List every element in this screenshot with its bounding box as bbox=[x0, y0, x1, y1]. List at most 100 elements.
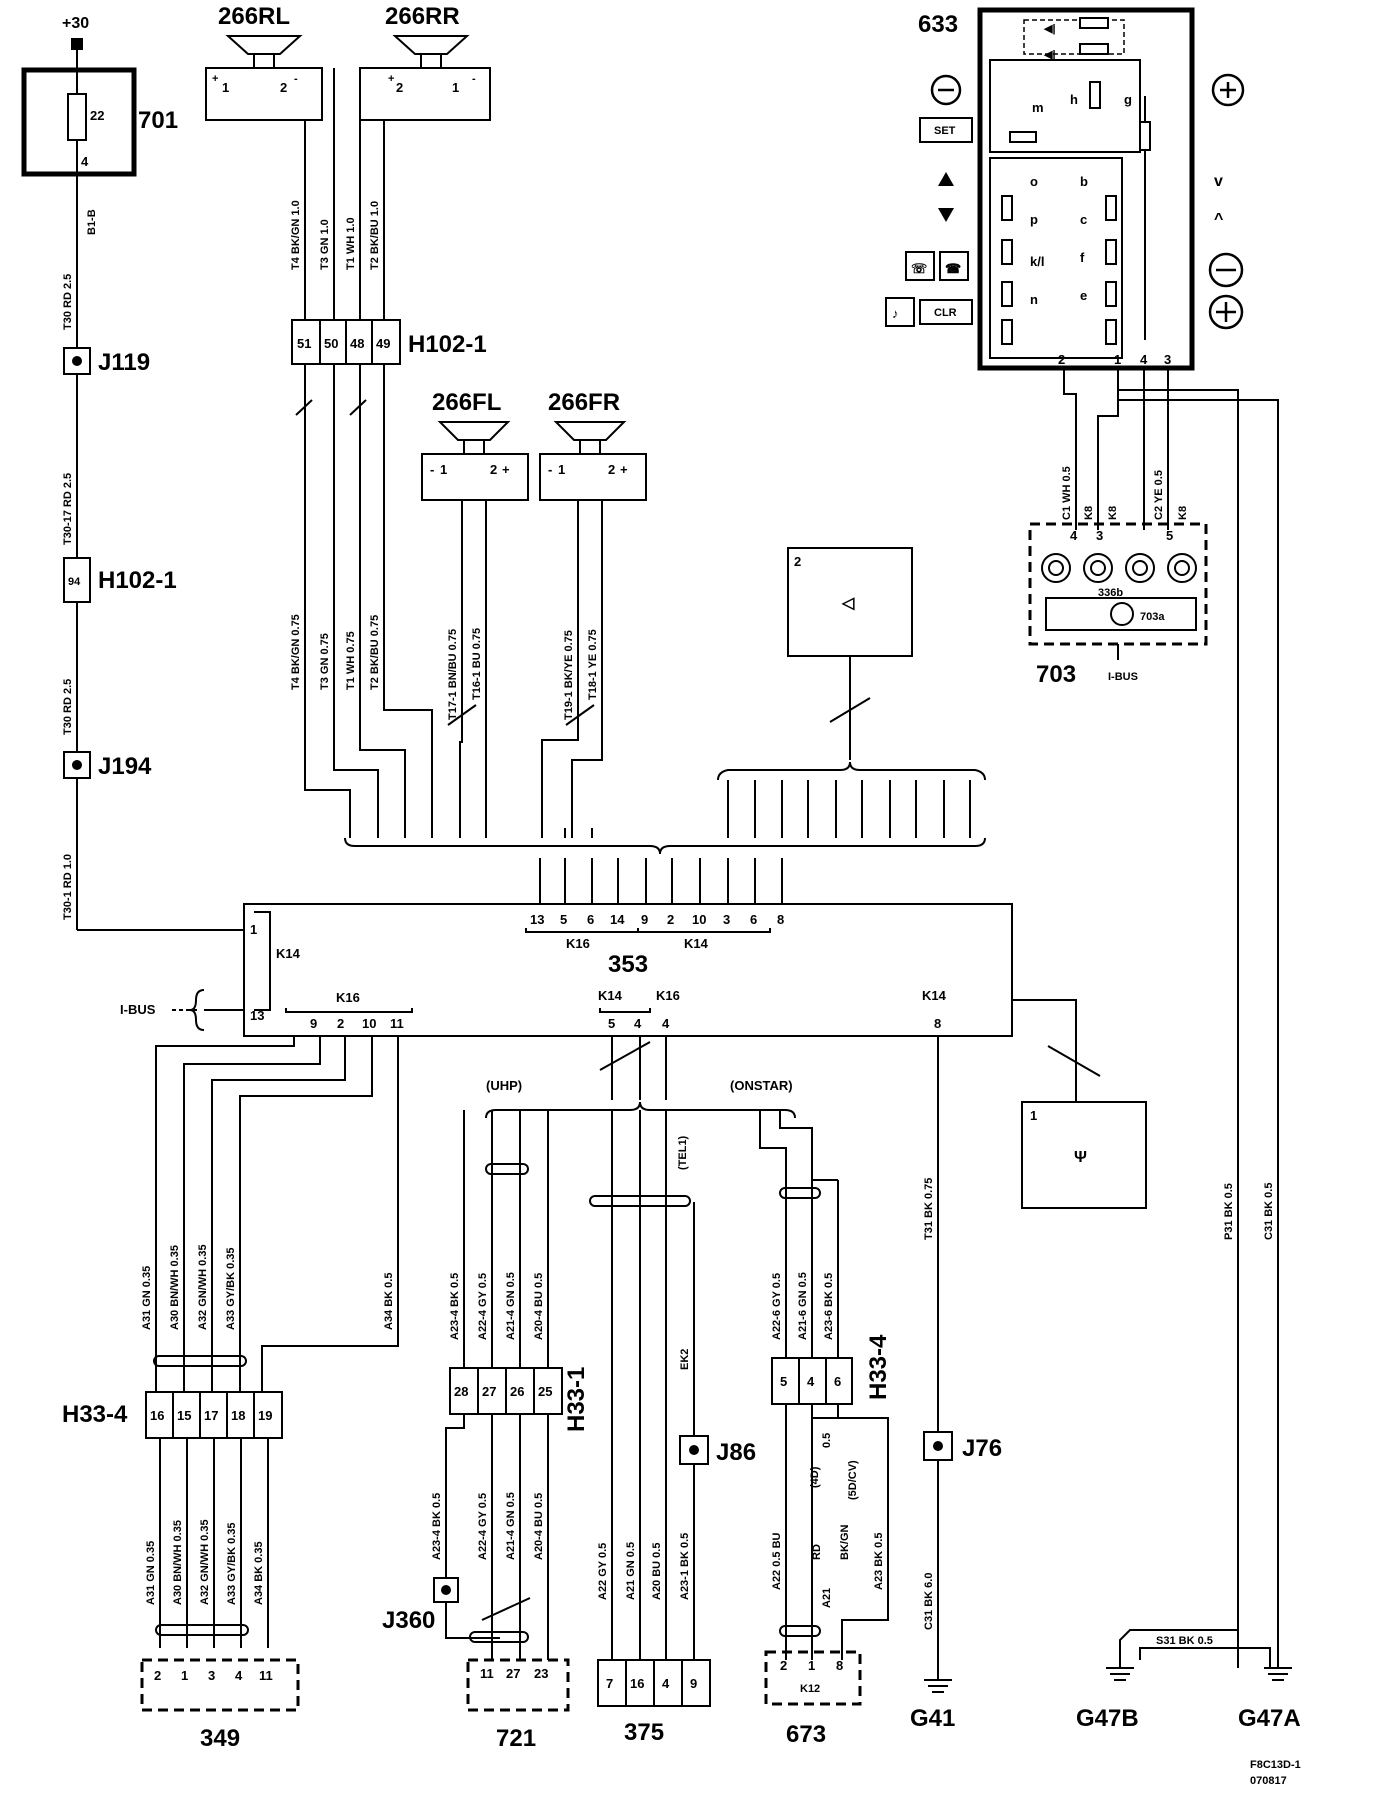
phone-hangup-icon[interactable] bbox=[939, 251, 969, 281]
connector-H102-1: 51 50 48 49 H102-1 bbox=[291, 319, 487, 365]
pin: 1 bbox=[440, 462, 447, 477]
antenna-icon: Ψ bbox=[1074, 1149, 1087, 1166]
connector-375-label: 375 bbox=[624, 1719, 664, 1746]
connector-H33-1-label: H33-1 bbox=[563, 1367, 590, 1432]
wire-EK2: EK2 bbox=[679, 1349, 691, 1370]
speaker-266RR: 266RR + 2 1 - bbox=[359, 3, 491, 121]
module-703-label: 703 bbox=[1036, 661, 1076, 688]
clr-button-label: CLR bbox=[934, 307, 957, 319]
svg-text:+: + bbox=[388, 73, 394, 85]
pin: 8 bbox=[934, 1016, 941, 1031]
wire-A34: A34 BK 0.5 bbox=[383, 1273, 395, 1330]
pin: 11 bbox=[390, 1016, 404, 1031]
pin: 8 bbox=[777, 912, 784, 927]
wire-T18-1: T18-1 YE 0.75 bbox=[587, 629, 599, 700]
tel1-label: (TEL1) bbox=[677, 1135, 689, 1170]
k14-left: K14 bbox=[276, 946, 301, 961]
connector-H102-1-label: H102-1 bbox=[408, 331, 487, 358]
pin: 9 bbox=[690, 1676, 697, 1691]
pin: 4 bbox=[807, 1374, 815, 1389]
voice-icon[interactable] bbox=[885, 297, 915, 327]
ground-right: P31 BK 0.5 C31 BK 0.5 S31 BK 0.5 G47B G4… bbox=[1076, 1183, 1301, 1732]
wire-A22: A22 GY 0.5 bbox=[597, 1543, 609, 1600]
onstar-label: (ONSTAR) bbox=[730, 1078, 793, 1093]
chevron-down-icon[interactable]: v bbox=[1214, 173, 1223, 190]
pin: 5 bbox=[780, 1374, 787, 1389]
set-button[interactable] bbox=[919, 117, 973, 143]
wire-T30-a: T30 RD 2.5 bbox=[62, 274, 74, 330]
connector-H33-4-right: 5 4 6 H33-4 bbox=[771, 1334, 892, 1405]
wire-bkgn: BK/GN bbox=[839, 1525, 851, 1561]
pin: 1 bbox=[222, 80, 229, 95]
minus-icon[interactable] bbox=[1208, 252, 1244, 288]
speaker-cone-icon bbox=[437, 421, 511, 441]
ground-G41-label: G41 bbox=[910, 1705, 955, 1732]
wire-A20: A20 BU 0.5 bbox=[651, 1543, 663, 1600]
connector-673-label: 673 bbox=[786, 1721, 826, 1748]
wire-T1: T1 WH 0.75 bbox=[345, 631, 357, 690]
pin: 1 bbox=[1114, 352, 1121, 367]
wire-A22b: A22 0.5 BU bbox=[771, 1532, 783, 1590]
wire-T17-1: T17-1 BN/BU 0.75 bbox=[447, 629, 459, 720]
switch-kl: k/l bbox=[1030, 254, 1044, 269]
pin: 3 bbox=[1096, 528, 1103, 543]
k14-mid: K14 bbox=[598, 988, 623, 1003]
fuse-box-701: 22 4 701 bbox=[21, 67, 178, 177]
wire-A30: A30 BN/WH 0.35 bbox=[169, 1245, 181, 1330]
bus-bundle bbox=[344, 761, 986, 905]
arrow-up-icon[interactable] bbox=[938, 172, 954, 186]
pin: 6 bbox=[750, 912, 757, 927]
k16-mid: K16 bbox=[656, 988, 680, 1003]
pin: 3 bbox=[723, 912, 730, 927]
wire-T1-1.0: T1 WH 1.0 bbox=[345, 217, 357, 270]
control-panel-633-label: 633 bbox=[918, 11, 958, 38]
pin: 3 bbox=[1164, 352, 1171, 367]
pin: 4 bbox=[235, 1668, 243, 1683]
front-speaker-wires: T17-1 BN/BU 0.75 T16-1 BU 0.75 T19-1 BK/… bbox=[447, 500, 603, 838]
connector-H102-1-pin94 bbox=[63, 557, 91, 603]
connector-H33-4-right-label: H33-4 bbox=[865, 1334, 892, 1400]
pin: 2 bbox=[1058, 352, 1065, 367]
k12-label: K12 bbox=[800, 1683, 820, 1695]
wire-C31: C31 BK 0.5 bbox=[1263, 1183, 1275, 1240]
ibus-703: I-BUS bbox=[1108, 671, 1138, 683]
switch-c: c bbox=[1080, 212, 1087, 227]
ibus-label: I-BUS bbox=[120, 1002, 156, 1017]
connector-349-label: 349 bbox=[200, 1725, 240, 1752]
wire-T2-1.0: T2 BK/BU 1.0 bbox=[369, 201, 381, 270]
splice-J360-label: J360 bbox=[382, 1607, 435, 1634]
wire-A23-6: A23-6 BK 0.5 bbox=[823, 1273, 835, 1340]
connector-721: 11 27 23 721 bbox=[466, 1658, 570, 1752]
wires-H33-4-to-349: A31 GN 0.35 A30 BN/WH 0.35 A32 GN/WH 0.3… bbox=[145, 1438, 269, 1648]
pin: 4 bbox=[1070, 528, 1078, 543]
svg-text:-: - bbox=[430, 462, 434, 477]
wire-A23b: A23 BK 0.5 bbox=[873, 1533, 885, 1590]
plus-icon[interactable] bbox=[1208, 294, 1244, 330]
wire-K8c: K8 bbox=[1177, 506, 1189, 520]
pin-94: 94 bbox=[68, 576, 81, 588]
wire-A31b: A31 GN 0.35 bbox=[145, 1541, 157, 1605]
supply-terminal bbox=[71, 38, 83, 50]
chevron-up-icon[interactable]: ^ bbox=[1214, 211, 1223, 228]
pin: 2 bbox=[667, 912, 674, 927]
phone-pickup-icon[interactable] bbox=[905, 251, 935, 281]
label-703a: 703a bbox=[1140, 611, 1165, 623]
wire-T3-1.0: T3 GN 1.0 bbox=[319, 219, 331, 270]
arrow-down-icon[interactable] bbox=[938, 208, 954, 222]
wire-T30-b: T30 RD 2.5 bbox=[62, 679, 74, 735]
set-button-label: SET bbox=[934, 125, 956, 137]
splice-J119-label: J119 bbox=[98, 349, 150, 376]
svg-text:+: + bbox=[620, 462, 628, 477]
variant-4d: (4D) bbox=[809, 1466, 821, 1488]
k14-top: K14 bbox=[684, 936, 709, 951]
pin: 2 bbox=[608, 462, 615, 477]
wire-C2: C2 YE 0.5 bbox=[1153, 470, 1165, 520]
minus-gear-icon[interactable] bbox=[930, 74, 962, 106]
clr-button[interactable] bbox=[919, 299, 973, 325]
wire-A21-6: A21-6 GN 0.5 bbox=[797, 1272, 809, 1340]
plus-gear-icon[interactable] bbox=[1211, 73, 1245, 107]
wire-A23-4b: A23-4 BK 0.5 bbox=[431, 1493, 443, 1560]
connector-721-label: 721 bbox=[496, 1725, 536, 1752]
pin: 14 bbox=[610, 912, 625, 927]
drawing-code: F8C13D-1 070817 bbox=[1250, 1759, 1301, 1787]
